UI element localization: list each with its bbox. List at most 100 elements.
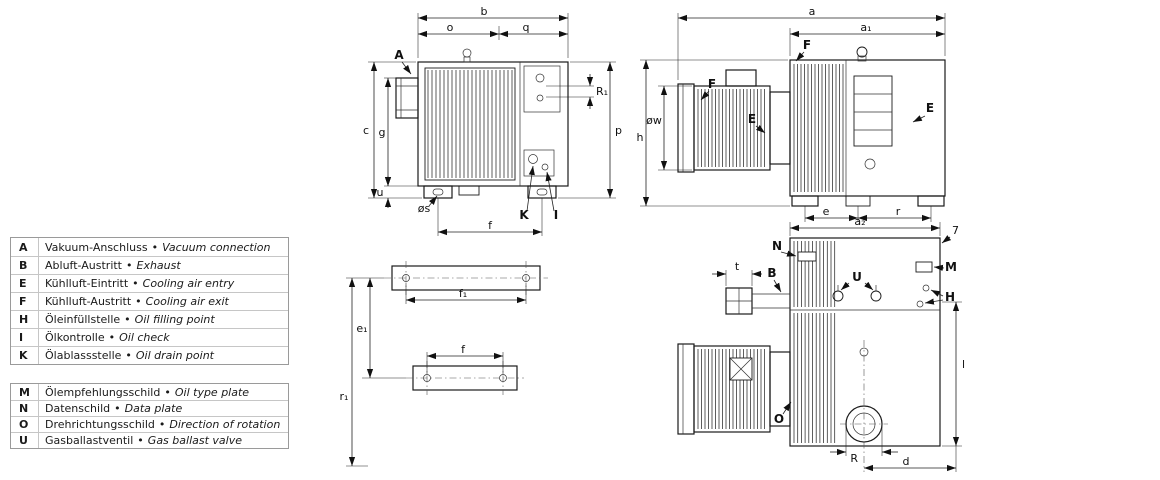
legend-en: Data plate bbox=[124, 402, 183, 415]
legend-en: Oil drain point bbox=[135, 349, 214, 362]
gas-ballast-valve bbox=[870, 290, 882, 302]
legend-en: Oil check bbox=[119, 331, 170, 344]
legend-separator: • bbox=[151, 240, 159, 254]
base-plate-1: f₁ bbox=[384, 261, 548, 304]
legend-separator: • bbox=[135, 295, 142, 308]
legend-row: O Drehrichtungsschild•Direction of rotat… bbox=[11, 416, 288, 432]
legend-row: K Ölablassstelle•Oil drain point bbox=[11, 346, 288, 364]
legend-en: Exhaust bbox=[136, 259, 181, 272]
dim-label-R1: R₁ bbox=[596, 85, 608, 98]
exhaust-box bbox=[523, 65, 561, 113]
pump-body-outline bbox=[789, 59, 946, 197]
foot-right bbox=[917, 195, 945, 207]
base-plate-2: f bbox=[406, 343, 524, 395]
foot-slot bbox=[536, 188, 548, 196]
legend-text: Kühlluft-Austritt•Cooling air exit bbox=[39, 295, 235, 308]
legend-text: Gasballastventil•Gas ballast valve bbox=[39, 434, 248, 447]
legend-en: Oil filling point bbox=[134, 313, 215, 326]
cooling-fins bbox=[793, 64, 844, 192]
legend-separator: • bbox=[132, 277, 139, 290]
oil-drain-point bbox=[528, 154, 538, 164]
legend-de: Datenschild bbox=[45, 402, 111, 415]
airflow-label-F-left: F bbox=[708, 77, 716, 91]
front-view-dimensions: b o q A R₁ c g u p øs bbox=[363, 5, 622, 236]
port-label-oil-drain: K bbox=[519, 208, 529, 222]
legend-en: Gas ballast valve bbox=[147, 434, 242, 447]
legend-separator: • bbox=[108, 331, 116, 344]
legend-de: Kühlluft-Austritt bbox=[45, 295, 132, 308]
legend-text: Datenschild•Data plate bbox=[39, 402, 188, 415]
legend-key: E bbox=[11, 275, 39, 292]
legend-en: Direction of rotation bbox=[169, 418, 281, 431]
dim-label-a: a bbox=[809, 5, 816, 18]
legend-text: Drehrichtungsschild•Direction of rotatio… bbox=[39, 418, 286, 431]
legend-key: A bbox=[11, 238, 39, 256]
legend-row: I Ölkontrolle•Oil check bbox=[11, 328, 288, 346]
legend-separator: • bbox=[124, 313, 131, 326]
foot-left bbox=[423, 185, 453, 199]
legend-row: H Öleinfüllstelle•Oil filling point bbox=[11, 310, 288, 328]
dim-label-f: f bbox=[488, 219, 493, 232]
port-label-exhaust: B bbox=[767, 266, 776, 280]
motor-fins bbox=[697, 349, 765, 429]
dim-label-o: o bbox=[447, 21, 454, 34]
legend-separator: • bbox=[126, 259, 133, 272]
oil-check-point bbox=[541, 163, 549, 171]
legend-row: B Abluft-Austritt •Exhaust bbox=[11, 256, 288, 274]
grille-panel bbox=[853, 75, 893, 147]
dim-label-f: f bbox=[461, 343, 466, 356]
legend-de: Kühlluft-Eintritt bbox=[45, 277, 129, 290]
legend-separator: • bbox=[125, 349, 132, 362]
legend-key: K bbox=[11, 347, 39, 364]
dim-label-l: l bbox=[962, 358, 965, 371]
dim-label-b: b bbox=[481, 5, 488, 18]
side-view-dimensions: a a₁ F F E E øw h e r bbox=[637, 5, 946, 222]
pump-body-outline bbox=[417, 61, 569, 187]
legend-en: Vacuum connection bbox=[162, 240, 271, 254]
legend-de: Ölempfehlungsschild bbox=[45, 385, 161, 399]
legend-de: Ölkontrolle bbox=[45, 331, 105, 344]
dim-label-q: q bbox=[523, 21, 530, 34]
plate-spacing-dimensions: e₁ r₁ bbox=[340, 277, 406, 467]
dim-label-p: p bbox=[615, 124, 622, 137]
pump-body-outline bbox=[789, 237, 941, 447]
eyebolt bbox=[856, 46, 868, 58]
legend-key: H bbox=[11, 311, 39, 328]
dim-label-os: øs bbox=[418, 202, 431, 215]
legend-de: Abluft-Austritt bbox=[45, 259, 122, 272]
dim-label-r1: r₁ bbox=[340, 390, 349, 403]
oil-filling-point bbox=[922, 284, 930, 292]
legend-key: B bbox=[11, 257, 39, 274]
legend-key: I bbox=[11, 329, 39, 346]
legend-separator: • bbox=[158, 418, 166, 431]
fan-cowl bbox=[677, 343, 695, 435]
legend-row: N Datenschild•Data plate bbox=[11, 400, 288, 416]
legend-row: M Ölempfehlungsschild•Oil type plate bbox=[11, 384, 288, 400]
terminal-box bbox=[725, 69, 757, 87]
foot-right bbox=[527, 185, 557, 199]
foot-left bbox=[791, 195, 819, 207]
legend-de: Gasballastventil bbox=[45, 434, 134, 447]
legend-key: M bbox=[11, 384, 39, 400]
legend-key: U bbox=[11, 433, 39, 448]
dim-label-e: e bbox=[823, 205, 830, 218]
port-label-gas-ballast: U bbox=[852, 270, 862, 284]
oil-filling-point bbox=[916, 300, 924, 308]
port-label-oil-type-plate: M bbox=[945, 260, 957, 274]
fin-section-frame bbox=[424, 67, 516, 181]
dim-label-f1: f₁ bbox=[459, 287, 467, 300]
cooling-fins bbox=[427, 70, 513, 178]
plan-view-dimensions: a₂ 7 N B t U M H O R bbox=[712, 215, 965, 472]
legend-en: Cooling air entry bbox=[142, 277, 235, 290]
airflow-label-F-top: F bbox=[803, 38, 811, 52]
legend-text: Vakuum-Anschluss•Vacuum connection bbox=[39, 241, 276, 254]
legend-separator: • bbox=[137, 434, 144, 447]
legend-row: F Kühlluft-Austritt•Cooling air exit bbox=[11, 292, 288, 310]
dim-label-e1: e₁ bbox=[356, 322, 367, 335]
oil-type-plate bbox=[915, 261, 933, 273]
port-label-rotation-plate: O bbox=[774, 412, 784, 426]
port-label-oil-check: I bbox=[554, 208, 558, 222]
legend-en: Cooling air exit bbox=[145, 295, 229, 308]
foot-slot bbox=[432, 188, 444, 196]
legend-text: Ölablassstelle•Oil drain point bbox=[39, 349, 220, 362]
